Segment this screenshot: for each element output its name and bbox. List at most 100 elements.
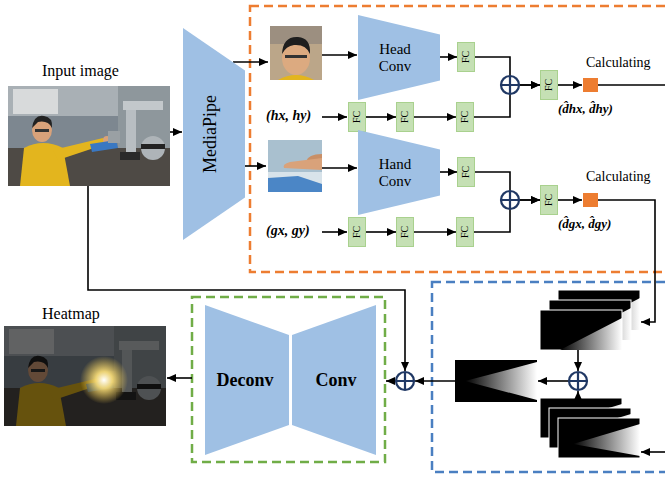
connector: [440, 171, 457, 173]
wire: [415, 380, 455, 382]
connector: [440, 56, 457, 58]
node-text: FC: [459, 111, 471, 123]
calc-block: [583, 78, 598, 92]
step-label: Calculating: [586, 169, 651, 185]
sum-symbol-part: [501, 76, 519, 94]
wire: [322, 231, 347, 233]
node-text: FC: [399, 226, 411, 238]
wire: [538, 380, 569, 382]
wire: [641, 451, 665, 453]
trapezoid-shape: [358, 15, 440, 100]
trapezoid-shape: [183, 28, 245, 240]
node-text: FC: [399, 111, 411, 123]
coordinate-label: (gx, gy): [266, 223, 310, 239]
conv-trapezoid: Head Conv: [358, 15, 440, 100]
wire: [233, 61, 268, 63]
decoder-trapezoid: Deconv: [205, 305, 289, 455]
dashed-region: [250, 6, 665, 272]
wire: [558, 84, 582, 86]
fc-layer-box: FC: [456, 102, 474, 132]
node-text: Head Conv: [368, 40, 422, 75]
trapezoid-shape: [358, 130, 440, 215]
wire: [322, 167, 357, 169]
node-text: MediaPipe: [200, 95, 221, 173]
wire: [577, 391, 579, 398]
connector: [414, 116, 456, 118]
fc-layer-box: FC: [540, 185, 558, 215]
fc-layer-box: FC: [396, 217, 414, 247]
node-text: Deconv: [217, 370, 274, 391]
sum-symbol-part: [501, 191, 519, 209]
dashed-region: [192, 297, 385, 462]
sum-symbol: [569, 372, 587, 390]
wire: [386, 380, 396, 382]
mask-stack-part: [540, 310, 622, 350]
head-crop-photo-part: [282, 37, 310, 54]
connector: [414, 231, 456, 233]
node-text: FC: [460, 51, 472, 63]
mask-stack: [540, 290, 640, 350]
wire: [170, 131, 182, 133]
coordinate-label: (d̂gx, d̂gy): [558, 216, 611, 232]
heatmap-photo-part: [80, 356, 128, 404]
trapezoid-shape: [205, 305, 289, 455]
wire: [558, 199, 582, 201]
sum-symbol-part: [501, 191, 519, 209]
sum-symbol: [501, 191, 519, 209]
combined-mask-part: [455, 360, 537, 402]
dashed-region: [432, 282, 665, 472]
wire: [598, 84, 665, 86]
fc-layer-box: FC: [457, 157, 475, 187]
heatmap-photo: [4, 326, 166, 426]
wire: [322, 116, 347, 118]
connector: [366, 231, 396, 233]
fc-layer-box: FC: [540, 70, 558, 100]
sum-symbol: [501, 76, 519, 94]
sum-symbol-part: [501, 76, 519, 94]
coordinate-label: (d̂hx, d̂hy): [558, 101, 613, 117]
coordinate-label: (hx, hy): [266, 108, 311, 124]
wire-group: [88, 55, 665, 452]
wire: [322, 54, 357, 56]
mask-stack-part: [560, 318, 622, 350]
sum-symbol: [396, 372, 414, 390]
encoder-trapezoid: Conv: [292, 305, 376, 455]
image-caption: Heatmap: [42, 305, 100, 323]
sum-symbol-part: [396, 372, 414, 390]
input-photo: [8, 86, 170, 186]
sum-symbol-part: [569, 372, 587, 390]
image-caption: Input image: [42, 62, 119, 80]
fc-layer-box: FC: [348, 217, 366, 247]
node-text: Hand Conv: [368, 155, 422, 190]
head-crop-photo-part: [278, 75, 314, 80]
node-text: FC: [351, 226, 363, 238]
heatmap-photo-part: [4, 326, 166, 426]
node-text: FC: [543, 79, 555, 91]
head-crop-photo-part: [270, 26, 322, 80]
connector: [366, 116, 396, 118]
mask-stack-part: [558, 418, 640, 458]
node-text: FC: [543, 194, 555, 206]
wire: [167, 377, 192, 379]
mask-stack: [540, 398, 640, 458]
trapezoid-shape: [292, 305, 376, 455]
sum-symbol-part: [396, 372, 414, 390]
heatmap-photo-part: [4, 326, 166, 426]
head-crop-photo: [270, 26, 322, 80]
hand-crop-photo-part: [268, 140, 322, 192]
fc-layer-box: FC: [396, 102, 414, 132]
conv-trapezoid: Hand Conv: [358, 130, 440, 215]
wire: [245, 165, 266, 167]
hand-crop-photo-part: [268, 176, 322, 192]
combined-mask: [455, 360, 537, 402]
node-text: Conv: [315, 370, 356, 391]
step-label: Calculating: [586, 55, 651, 71]
hand-crop-photo-part: [284, 158, 322, 170]
hand-crop-photo-part: [268, 172, 322, 192]
fc-layer-box: FC: [348, 102, 366, 132]
node-text: FC: [460, 166, 472, 178]
sum-symbol-part: [569, 372, 587, 390]
wire: [577, 350, 579, 371]
fc-layer-box: FC: [456, 217, 474, 247]
node-text: FC: [459, 226, 471, 238]
